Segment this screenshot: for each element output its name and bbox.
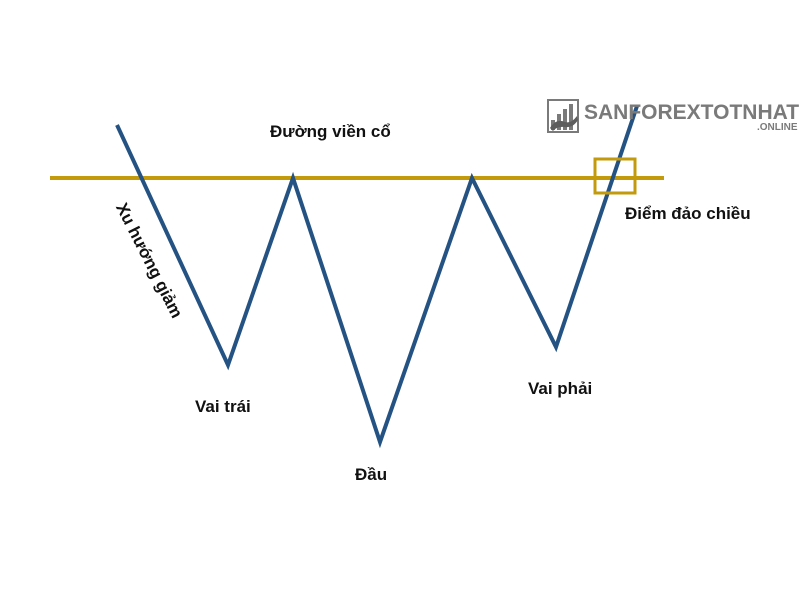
bull-chart-icon: [547, 99, 579, 133]
reversal-point-label: Điểm đảo chiều: [625, 204, 751, 223]
right-shoulder-label: Vai phải: [528, 379, 593, 398]
left-shoulder-label: Vai trái: [195, 397, 251, 416]
reversal-point-marker: [593, 157, 637, 195]
neckline-label: Đường viền cổ: [270, 122, 391, 141]
head-label: Đầu: [355, 465, 388, 484]
price-path: [115, 105, 639, 449]
logo-suffix: .ONLINE: [757, 122, 798, 133]
logo-name: SANFOREXTOTNHAT: [584, 101, 800, 124]
